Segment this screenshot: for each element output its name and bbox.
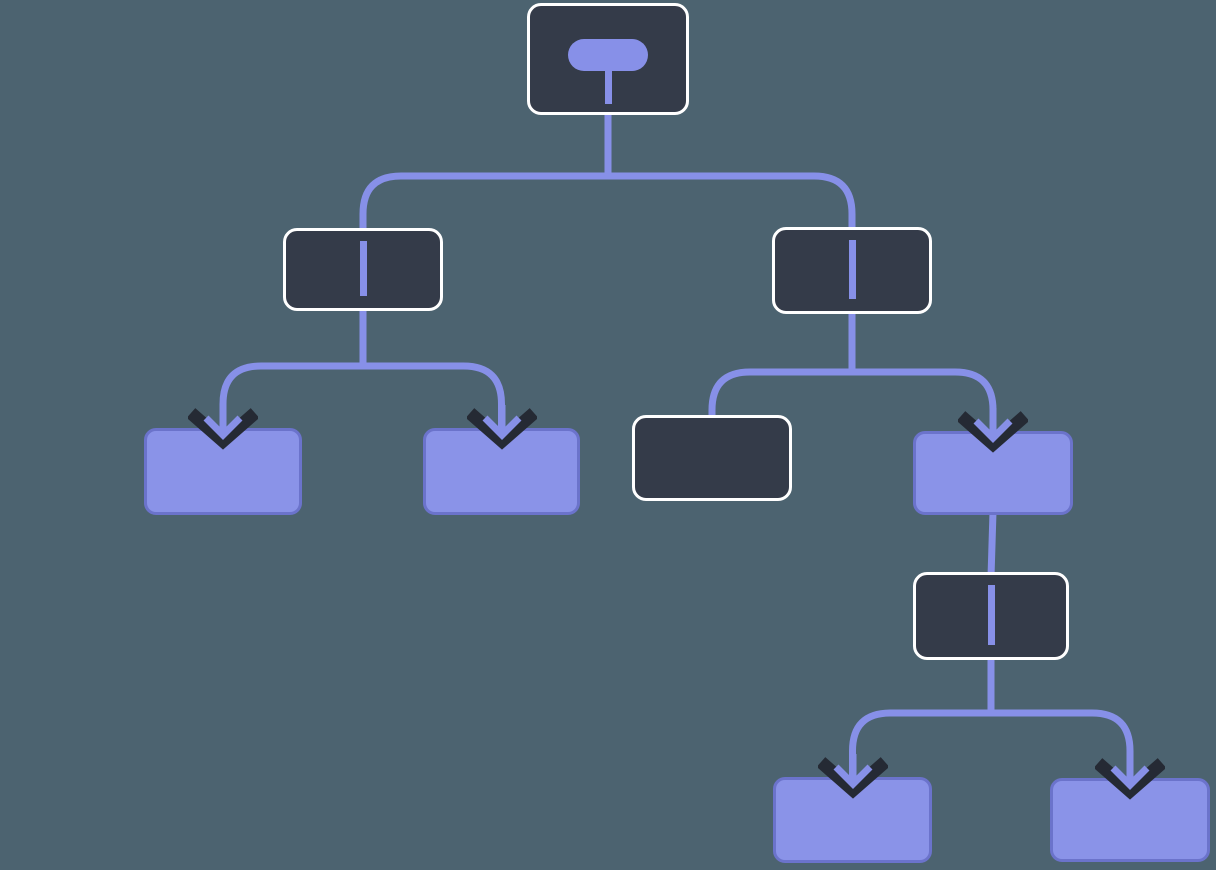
root-pill-icon: [568, 39, 648, 71]
tree-node-subtree-head[interactable]: [913, 431, 1073, 515]
sequence-bar-icon: [848, 240, 856, 299]
tree-node-leaf-3[interactable]: [773, 777, 932, 863]
tree-node-seq-right[interactable]: [772, 227, 932, 314]
tree-node-root[interactable]: [527, 3, 689, 115]
tree-node-action-dark[interactable]: [632, 415, 792, 501]
tree-node-leaf-1[interactable]: [144, 428, 302, 515]
tree-node-seq-bottom[interactable]: [913, 572, 1069, 660]
sequence-bar-icon: [359, 241, 367, 296]
tree-node-seq-left[interactable]: [283, 228, 443, 311]
tree-node-leaf-2[interactable]: [423, 428, 580, 515]
sequence-bar-icon: [987, 585, 995, 645]
connector-edge-seq-bottom: [849, 657, 1134, 783]
root-pill-stem: [604, 68, 612, 104]
connector-edge-root: [359, 112, 856, 233]
connector-edge-seq-left: [219, 308, 505, 433]
tree-node-leaf-4[interactable]: [1050, 778, 1210, 862]
connector-edge-subtree-head: [987, 511, 997, 578]
connector-edge-seq-right: [708, 311, 997, 436]
